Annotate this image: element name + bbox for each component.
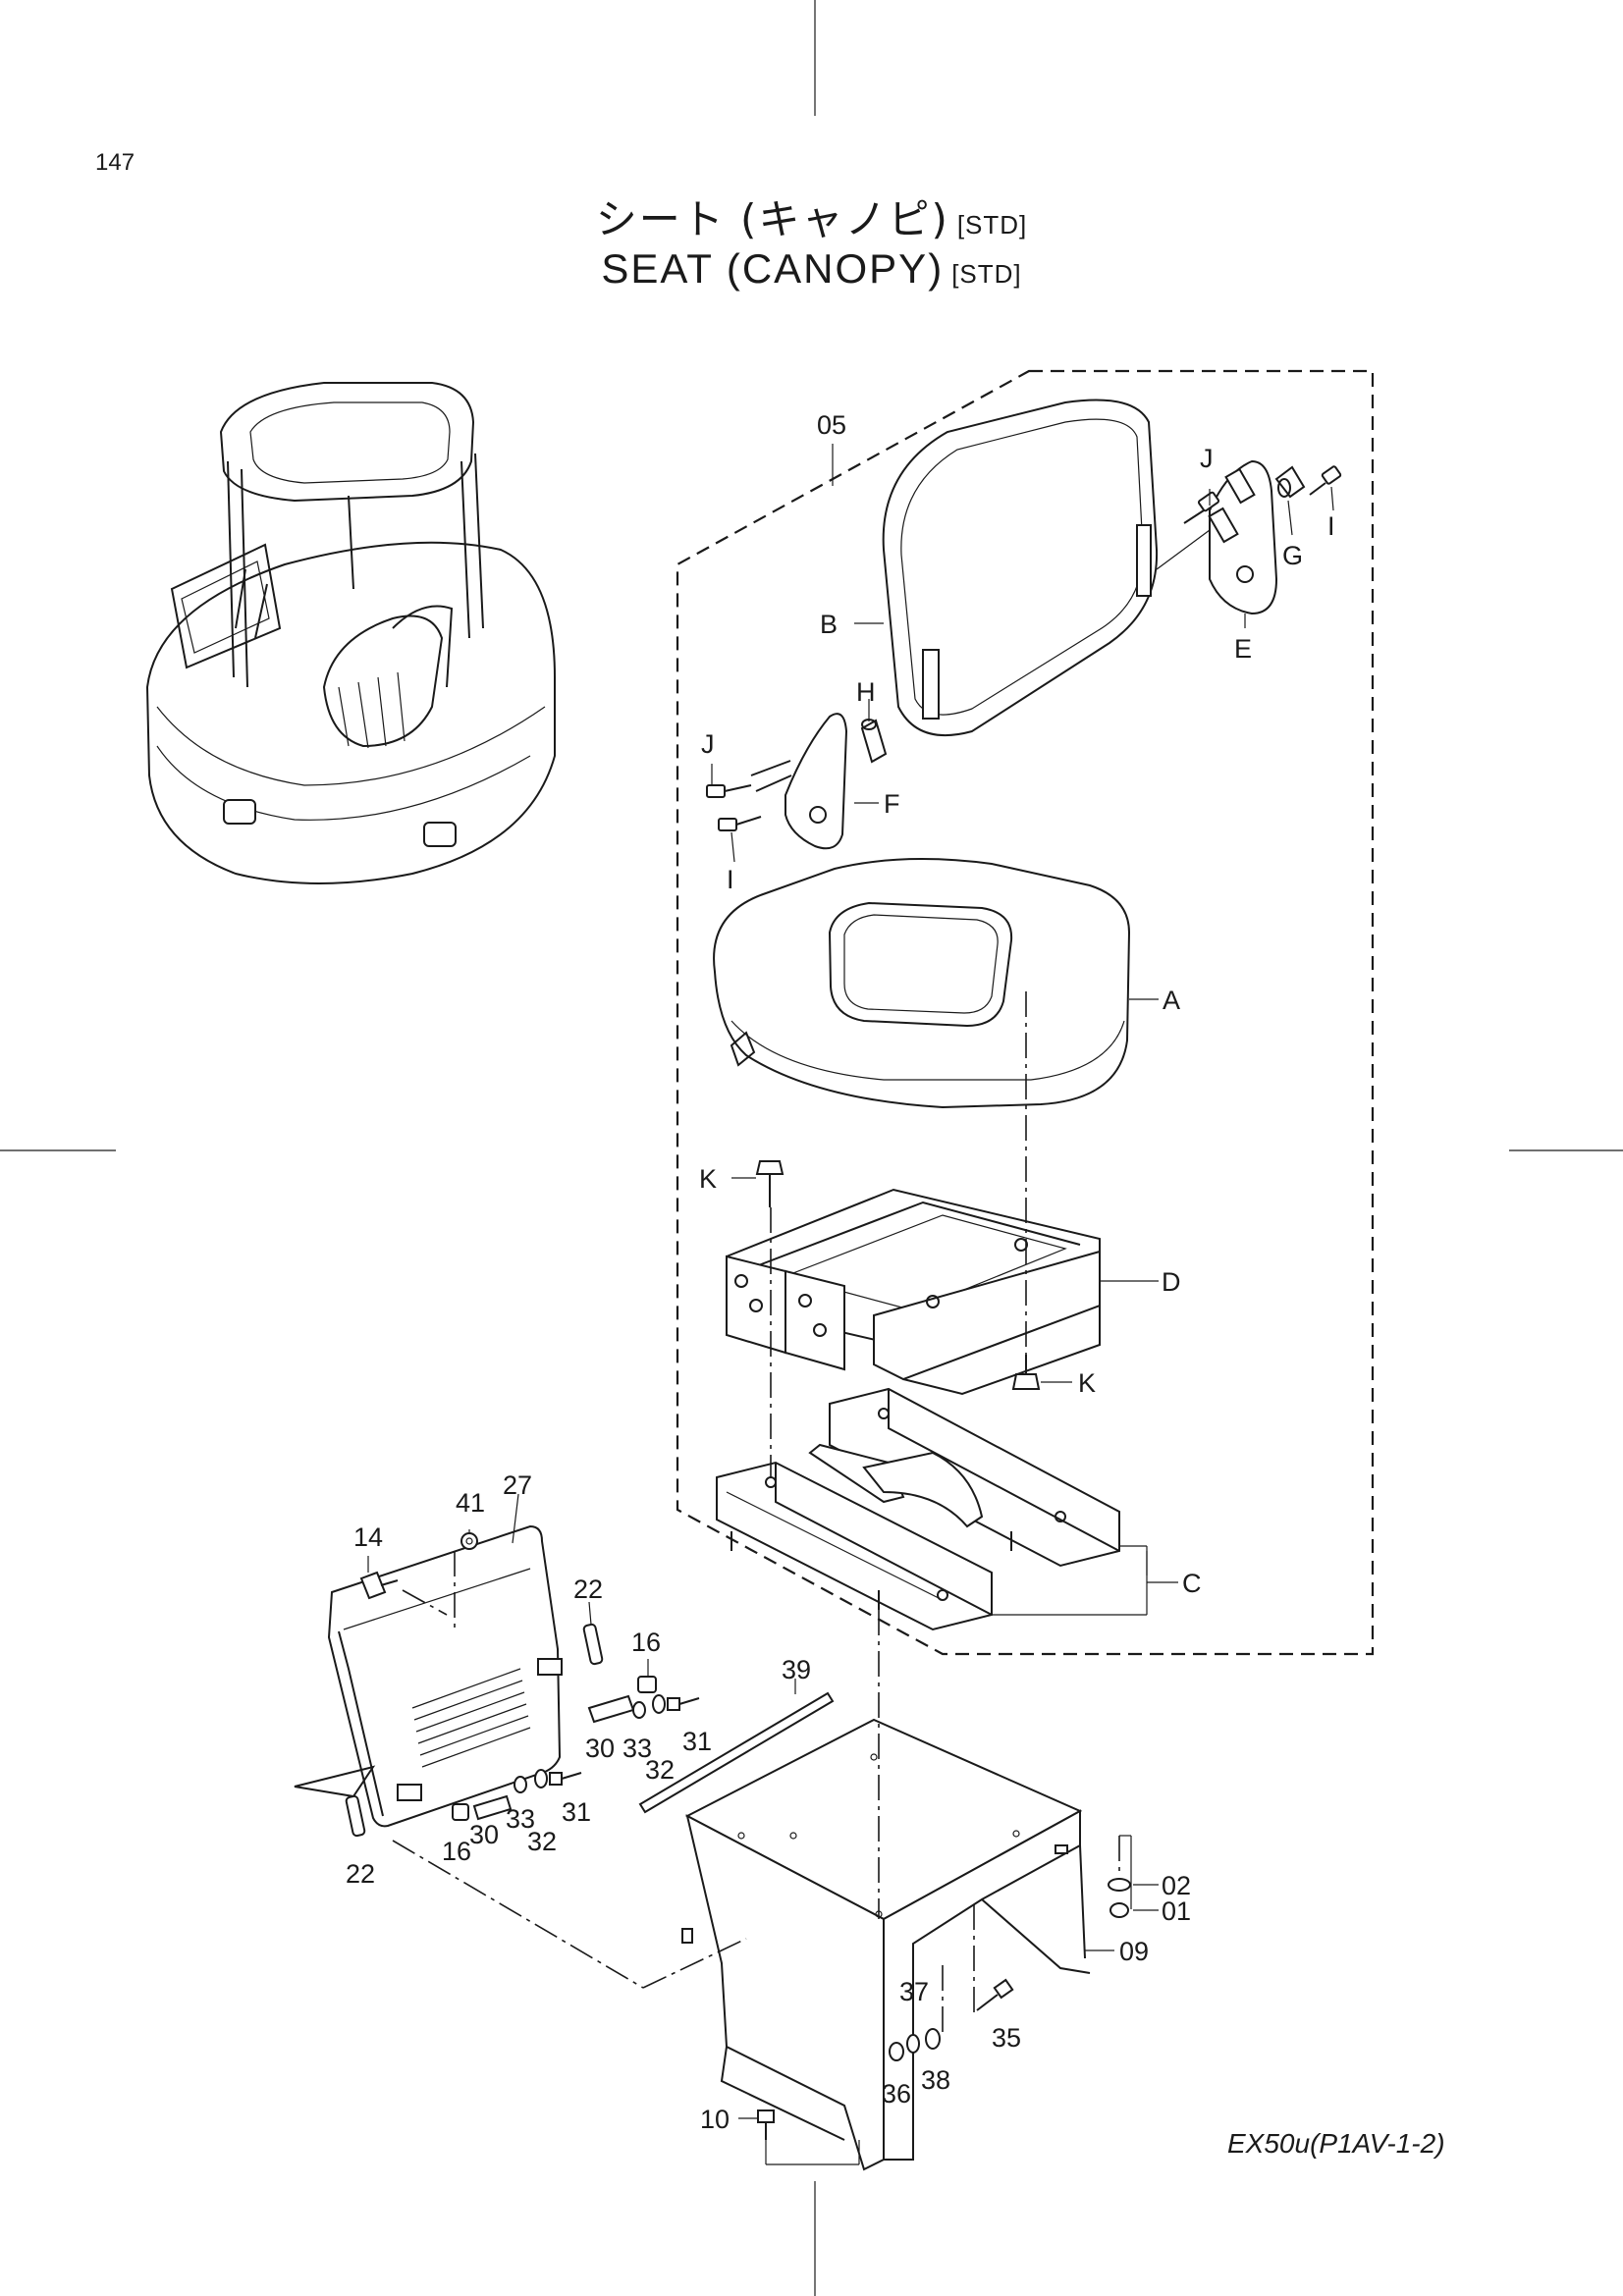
slide-rails-part-c — [716, 1387, 1148, 1631]
callout-i-lower: I — [727, 865, 734, 894]
callout-d: D — [1162, 1267, 1181, 1297]
callout-16-upper: 16 — [631, 1628, 661, 1657]
callout-38: 38 — [921, 2065, 950, 2095]
bolt-part-35 — [976, 1978, 1014, 2011]
title-english-tag: [STD] — [951, 259, 1022, 289]
bolt-i-upper — [1309, 465, 1342, 496]
callout-37: 37 — [899, 1977, 929, 2006]
bolt-part-10 — [757, 2109, 775, 2140]
callout-c: C — [1182, 1569, 1202, 1598]
callout-32-lower: 32 — [527, 1827, 557, 1856]
rear-cover-part-27 — [294, 1524, 563, 1828]
title-english-text: SEAT (CANOPY) — [601, 245, 945, 292]
seat-stand-part-09 — [681, 1718, 1091, 2171]
callout-02: 02 — [1162, 1871, 1191, 1900]
collar-g — [1274, 465, 1306, 499]
collar-part-16-upper — [637, 1676, 657, 1693]
callout-33-upper: 33 — [622, 1734, 652, 1763]
washer-part-32-upper — [652, 1694, 666, 1714]
title-japanese-text: シート (キャノピ) — [595, 195, 949, 243]
callout-22-upper: 22 — [573, 1575, 603, 1604]
callout-39: 39 — [782, 1655, 811, 1684]
nut-part-36 — [889, 2042, 904, 2061]
model-code: EX50u(P1AV-1-2) — [1227, 2128, 1445, 2159]
callout-22-lower: 22 — [346, 1859, 375, 1889]
page-number: 147 — [95, 149, 135, 176]
callout-f: F — [884, 789, 900, 819]
callout-27: 27 — [503, 1470, 532, 1500]
callout-01: 01 — [1162, 1896, 1191, 1926]
callout-09: 09 — [1119, 1937, 1149, 1966]
bolt-part-31-lower — [549, 1772, 582, 1786]
callout-30-upper: 30 — [585, 1734, 615, 1763]
hinge-part-30-upper — [587, 1694, 635, 1724]
title-japanese: シート (キャノピ)[STD] — [0, 187, 1623, 246]
callout-31-upper: 31 — [682, 1727, 712, 1756]
bolt-i-lower — [718, 816, 762, 831]
callout-30-lower: 30 — [469, 1820, 499, 1849]
seal-strip-part-39 — [638, 1691, 835, 1814]
reference-lines — [392, 991, 1132, 2165]
callout-j-upper: J — [1200, 444, 1214, 473]
damper-part-22-upper — [582, 1623, 604, 1666]
callout-10: 10 — [700, 2105, 730, 2134]
leader-lines — [367, 444, 1334, 2119]
callout-h: H — [856, 677, 876, 707]
washer-part-32-lower — [534, 1769, 548, 1789]
hinge-part-30-lower — [472, 1794, 513, 1821]
callout-36: 36 — [882, 2079, 911, 2109]
callout-labels: 05 B J G I E H J F I A K D K C 41 27 14 … — [346, 410, 1335, 2134]
seat-cushion-part-a — [713, 858, 1131, 1109]
bolt-k-upper — [755, 1160, 784, 1207]
machine-overview-illustration — [145, 382, 556, 884]
washer-part-33-upper — [632, 1701, 646, 1719]
bolt-j-upper — [1183, 491, 1220, 524]
title-japanese-tag: [STD] — [956, 210, 1028, 240]
callout-35: 35 — [992, 2023, 1021, 2053]
washer-part-33-lower — [514, 1776, 527, 1793]
screw-part-14 — [359, 1571, 399, 1600]
callout-32-upper: 32 — [645, 1755, 675, 1785]
callout-14: 14 — [353, 1522, 383, 1552]
callout-j-lower: J — [701, 729, 715, 759]
callout-b: B — [820, 610, 838, 639]
bolt-part-31-upper — [667, 1697, 700, 1711]
washer-part-37 — [906, 2034, 920, 2054]
bracket-part-f — [750, 713, 848, 850]
callout-i-upper: I — [1327, 511, 1335, 541]
seat-back-part-b — [882, 399, 1159, 737]
bolt-k-lower — [1011, 1355, 1041, 1390]
nut-part-41 — [460, 1532, 478, 1550]
seat-assembly-boundary — [676, 369, 1375, 1656]
bolt-j-lower — [706, 784, 752, 798]
title-english: SEAT (CANOPY)[STD] — [0, 245, 1623, 293]
callout-g: G — [1282, 541, 1303, 570]
callout-05: 05 — [817, 410, 846, 440]
callout-33-lower: 33 — [506, 1804, 535, 1834]
collar-h — [860, 719, 888, 764]
callout-e: E — [1234, 634, 1252, 664]
washer-part-02 — [1108, 1878, 1131, 1892]
washer-part-38 — [925, 2028, 941, 2050]
callout-a: A — [1163, 986, 1180, 1015]
damper-part-22-lower — [345, 1794, 366, 1838]
nut-part-01 — [1109, 1902, 1129, 1918]
callout-16-lower: 16 — [442, 1837, 471, 1866]
collar-part-16-lower — [452, 1803, 469, 1821]
seat-frame-part-d — [726, 1188, 1101, 1396]
callout-41: 41 — [456, 1488, 485, 1518]
callout-k-upper: K — [699, 1164, 717, 1194]
callout-k-lower: K — [1078, 1368, 1096, 1398]
callout-31-lower: 31 — [562, 1797, 591, 1827]
bracket-part-e — [1156, 459, 1278, 615]
